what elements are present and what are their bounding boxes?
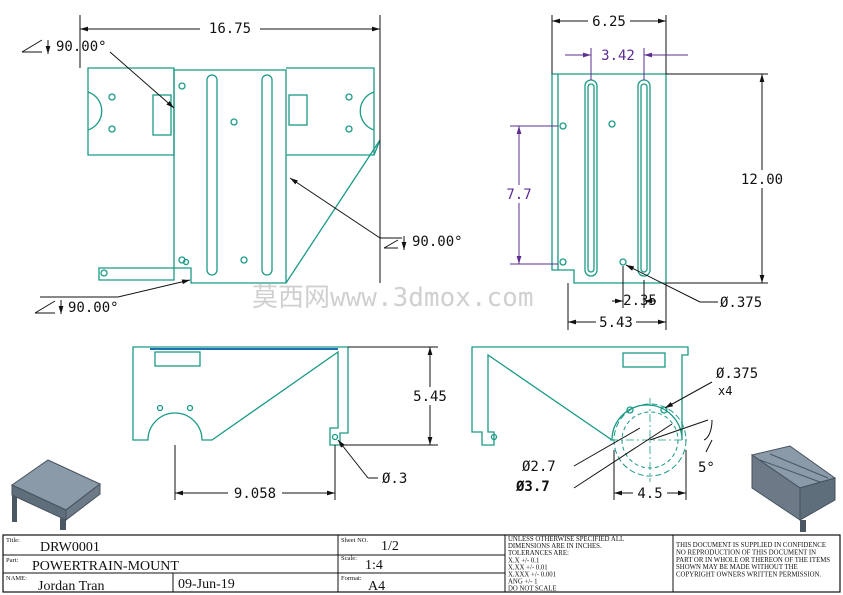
tolerance-note-line: DIMENSIONS ARE IN INCHES.	[508, 543, 602, 550]
tolerance-note-line: X.XX +/- 0.01	[508, 564, 548, 571]
bottom-width-dim: 5.43	[599, 315, 633, 331]
scale-value: 1:4	[365, 558, 383, 573]
confidence-note-line: THIS DOCUMENT IS SUPPLIED IN CONFIDENCE	[676, 542, 826, 549]
tolerance-note-line: DO NOT SCALE	[508, 586, 557, 593]
part-value: POWERTRAIN-MOUNT	[32, 559, 179, 574]
side-hole-dim: Ø.375	[720, 295, 762, 311]
outer-dia-dim: Ø3.7	[515, 479, 550, 495]
confidence-notes: THIS DOCUMENT IS SUPPLIED IN CONFIDENCEN…	[676, 542, 830, 579]
date-value: 09-Jun-19	[178, 577, 235, 592]
tolerance-note-line: UNLESS OTHERWISE SPECIFIED ALL	[508, 536, 624, 543]
name-label: NAME:	[6, 575, 27, 582]
title-label: Title:	[6, 537, 20, 544]
tolerance-note-line: TOLERANCES ARE:	[508, 550, 569, 557]
confidence-note-line: NO REPRODUCTION OF THIS DOCUMENT IN	[676, 549, 816, 556]
bottom-right-view: Ø.375 x4 5° Ø2.7 Ø3.7 4.5	[471, 346, 758, 502]
part-label: Part:	[6, 557, 18, 564]
side-view: 6.25 3.42 12.00 7.7 2.35 Ø.375 5.43	[504, 12, 788, 331]
bolt-hole-dim: Ø.375	[716, 366, 758, 382]
angle-top-left-dim: 90.00°	[56, 39, 107, 55]
height-dim: 12.00	[741, 172, 783, 188]
watermark: 莫西网www.3dmox.com	[252, 283, 534, 313]
front-width-dim: 16.75	[209, 21, 251, 37]
title-block: Title: DRW0001 Part: POWERTRAIN-MOUNT NA…	[2, 534, 841, 594]
sheet-value: 1/2	[381, 539, 399, 554]
confidence-note-line: PART OR IN WHOLE OR THEREON OF THE ITEMS	[676, 557, 830, 564]
isometric-view-left	[10, 459, 101, 530]
angle-right-dim: 90.00°	[412, 234, 463, 250]
format-value: A4	[368, 579, 385, 594]
confidence-note-line: SHOWN MAY BE MADE WITHOUT THE	[676, 564, 798, 571]
bolt-hole-qty: x4	[718, 384, 732, 398]
side-width-dim: 6.25	[592, 14, 626, 30]
scale-label: Scale:	[341, 555, 357, 562]
bottom-height-dim: 5.45	[413, 389, 447, 405]
small-hole-dim: Ø.3	[382, 471, 407, 487]
name-value: Jordan Tran	[38, 579, 105, 594]
format-label: Format:	[341, 575, 362, 582]
front-view: 16.75 90.00° 90.00° 90.00°	[21, 15, 463, 316]
tolerance-notes: UNLESS OTHERWISE SPECIFIED ALLDIMENSIONS…	[508, 536, 624, 593]
angle-bottom-left-dim: 90.00°	[68, 300, 119, 316]
draft-angle-dim: 5°	[698, 460, 715, 476]
sheet-label: Sheet NO.	[341, 537, 368, 544]
isometric-view-right	[750, 445, 837, 532]
title-value: DRW0001	[40, 540, 100, 555]
slot-spacing-dim: 3.42	[601, 48, 635, 64]
confidence-note-line: COPYRIGHT OWNERS WRITTEN PERMISSION.	[676, 572, 821, 579]
tolerance-note-line: X.X +/- 0.1	[508, 557, 539, 564]
bolt-circle-width-dim: 4.5	[637, 486, 662, 502]
inner-dia-dim: Ø2.7	[522, 459, 556, 475]
tolerance-note-line: X.XXX +/- 0.001	[508, 572, 556, 579]
bottom-left-view: 5.45 9.058 Ø.3	[132, 346, 450, 502]
bottom-length-dim: 9.058	[234, 486, 276, 502]
slot-length-dim: 7.7	[506, 187, 531, 203]
tolerance-note-line: ANG +/- 1	[508, 579, 538, 586]
slot-offset-dim: 2.35	[623, 293, 657, 309]
